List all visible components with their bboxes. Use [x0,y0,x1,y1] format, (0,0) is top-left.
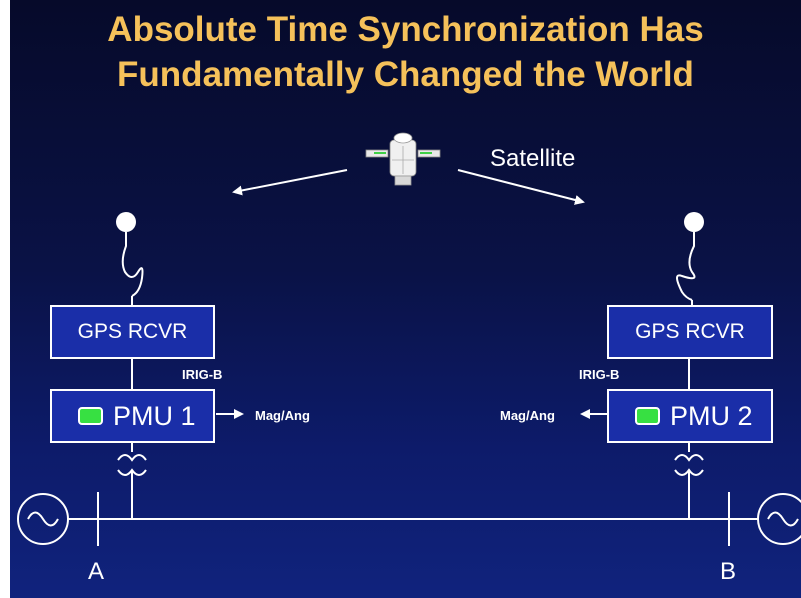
right-generator-icon [757,493,801,545]
left-generator-icon [17,493,69,545]
pmu-2-status-led [635,407,660,425]
right-gps-receiver: GPS RCVR [607,305,773,359]
left-current-transformer-icon [117,442,147,520]
left-antenna-icon [116,212,144,305]
right-antenna-icon [676,212,704,305]
pmu-1-box: PMU 1 [50,389,215,443]
satellite-to-right-arrow [457,169,585,205]
slide-title-line-1: Absolute Time Synchronization Has [107,10,704,49]
slide-title-line-2: Fundamentally Changed the World [117,55,694,94]
right-irig-b-label: IRIG-B [579,367,620,382]
left-gps-receiver: GPS RCVR [50,305,215,359]
one-line-diagram [17,132,801,546]
bus-b-label: B [720,558,737,585]
pmu-2-label: PMU 2 [670,400,753,431]
left-gps-receiver-label: GPS RCVR [77,320,188,343]
satellite-label: Satellite [490,145,576,172]
slide: Absolute Time Synchronization Has Fundam… [10,0,801,598]
pmu-2-box: PMU 2 [607,389,773,443]
satellite-icon [365,132,441,186]
left-irig-b-label: IRIG-B [182,367,223,382]
pmu-1-output-label: Mag/Ang [255,408,310,423]
satellite-to-left-arrow [232,169,348,196]
bus-a-label: A [88,558,105,585]
pmu-1-label: PMU 1 [113,400,196,431]
right-current-transformer-icon [674,442,704,520]
pmu-2-output-label: Mag/Ang [500,408,555,423]
pmu-1-status-led [78,407,103,425]
right-gps-receiver-label: GPS RCVR [635,320,745,343]
